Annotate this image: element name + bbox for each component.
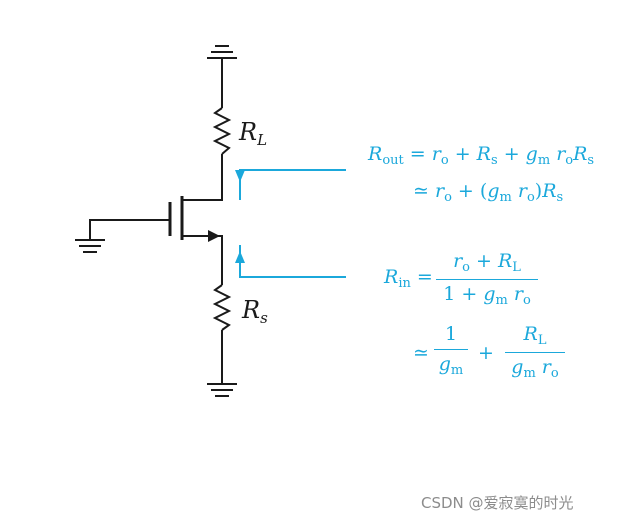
fraction-1-denominator: gm bbox=[438, 353, 464, 379]
rout-equation: Rout = ro + Rs + gm roRs bbox=[368, 143, 595, 168]
rin-denominator: 1 + gm ro bbox=[443, 283, 531, 309]
rin-lhs: Rin = bbox=[384, 266, 433, 291]
ground-symbol-gate bbox=[75, 239, 105, 253]
source-down-wire bbox=[212, 235, 223, 285]
rl-label: RL bbox=[239, 118, 268, 149]
rout-approximation: ≃ ro + (gm ro)Rs bbox=[413, 180, 564, 205]
load-resistor bbox=[212, 107, 232, 155]
rin-fraction-bar bbox=[436, 279, 538, 281]
rout-arrow-head bbox=[235, 170, 245, 182]
gate-wire bbox=[89, 219, 170, 240]
rin-fraction: ro + RL 1 + gm ro bbox=[436, 252, 538, 307]
fraction-2-denominator: gm ro bbox=[511, 356, 559, 382]
mosfet-source-arrow bbox=[208, 230, 220, 242]
fraction-1-numerator: 1 bbox=[444, 323, 458, 345]
drain-wire bbox=[181, 154, 223, 208]
supply-symbol-top bbox=[207, 45, 237, 108]
rin-approx-plus: + bbox=[478, 342, 494, 364]
watermark: CSDN @爱寂寞的时光 bbox=[421, 494, 574, 512]
fraction-2-numerator: RL bbox=[523, 323, 547, 348]
rin-approx-fraction-2: RL gm ro bbox=[505, 325, 565, 380]
fraction-2-bar bbox=[505, 352, 565, 354]
rs-label: Rs bbox=[242, 296, 268, 327]
rin-looking-in-line bbox=[239, 245, 346, 278]
rin-arrow-head bbox=[235, 251, 245, 263]
rin-approx-fraction-1: 1 gm bbox=[434, 325, 468, 377]
fraction-1-bar bbox=[434, 349, 468, 351]
rin-approx-symbol: ≃ bbox=[413, 342, 429, 364]
rin-numerator: ro + RL bbox=[453, 250, 521, 275]
rout-looking-in-line bbox=[239, 169, 346, 200]
ground-symbol-source bbox=[207, 383, 237, 397]
source-resistor bbox=[212, 284, 232, 331]
